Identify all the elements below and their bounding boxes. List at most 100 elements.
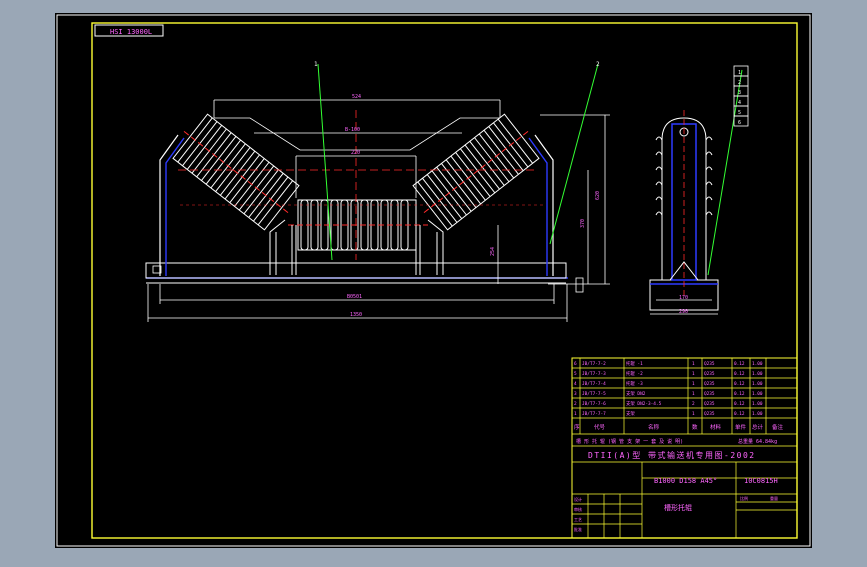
balloon-3: 3 [738, 90, 741, 96]
svg-text:1: 1 [692, 371, 695, 377]
base-bolt-left [152, 265, 162, 274]
balloon-2: 2 [738, 80, 741, 86]
code-tag-text: HSI 13000L [110, 28, 152, 36]
svg-text:0.12: 0.12 [734, 401, 745, 407]
balloon-6: 6 [738, 120, 741, 126]
right-wing-roller [412, 113, 540, 231]
svg-text:Q235: Q235 [704, 361, 715, 367]
side-view: 170 290 1 2 3 4 5 6 [649, 65, 749, 315]
svg-text:JB/T7-7-7: JB/T7-7-7 [582, 411, 606, 417]
svg-text:比例: 比例 [740, 495, 748, 501]
left-bracket [159, 134, 179, 276]
svg-text:数: 数 [692, 423, 698, 431]
svg-text:重量: 重量 [770, 495, 778, 501]
svg-text:JB/T7-7-2: JB/T7-7-2 [582, 361, 606, 367]
svg-text:Q235: Q235 [704, 391, 715, 397]
leader-line-2 [549, 63, 599, 245]
svg-text:代号: 代号 [594, 423, 606, 431]
dim-center-label: 220 [351, 150, 360, 156]
parts-table: 6 JB/T7-7-2 托辊 -1 1 Q235 0.12 1.00 5 JB/… [574, 360, 784, 431]
parts-row: 4 JB/T7-7-4 托辊 -3 1 Q235 0.12 1.00 [574, 380, 763, 387]
center-supports [269, 219, 444, 275]
svg-text:Q235: Q235 [704, 381, 715, 387]
svg-text:0.12: 0.12 [734, 361, 745, 367]
left-wing-roller [172, 113, 300, 231]
drawing-number: 10C0815H [744, 477, 778, 485]
dim-base-overall-label: 1350 [350, 312, 362, 318]
svg-text:支架 DN2-3-4.5: 支架 DN2-3-4.5 [626, 400, 662, 407]
model-code: B1000 D158 A45° [654, 477, 717, 485]
right-bracket [534, 134, 554, 276]
svg-text:工艺: 工艺 [574, 517, 582, 522]
left-roller-axis [183, 130, 289, 214]
svg-text:1: 1 [692, 381, 695, 387]
svg-text:单件: 单件 [735, 423, 747, 431]
svg-text:0.12: 0.12 [734, 391, 745, 397]
svg-text:2: 2 [692, 401, 695, 407]
belt-profile [214, 117, 500, 151]
left-roller-outline [172, 113, 300, 231]
svg-text:JB/T7-7-3: JB/T7-7-3 [582, 371, 606, 377]
dim-labels: 524 B-100 220 620 370 254 B0501 1350 [345, 94, 601, 318]
balloon-5: 5 [738, 110, 741, 116]
svg-text:1.00: 1.00 [752, 361, 763, 367]
svg-text:6: 6 [574, 361, 577, 367]
svg-text:1.00: 1.00 [752, 391, 763, 397]
svg-text:托辊 -2: 托辊 -2 [626, 370, 643, 377]
svg-text:4: 4 [574, 381, 577, 387]
svg-text:托辊 -1: 托辊 -1 [626, 360, 643, 367]
parts-row: 6 JB/T7-7-2 托辊 -1 1 Q235 0.12 1.00 [574, 360, 763, 367]
code-tag-box [94, 24, 164, 37]
svg-text:1.00: 1.00 [752, 381, 763, 387]
dim-top-label: 524 [352, 94, 361, 100]
parts-row: 5 JB/T7-7-3 托辊 -2 1 Q235 0.12 1.00 [574, 370, 763, 377]
leader-line-1 [317, 63, 333, 261]
svg-text:1: 1 [574, 411, 577, 417]
dim-lines [147, 99, 610, 322]
side-leader-line [707, 69, 743, 276]
part-name: 槽形托辊 [664, 503, 692, 512]
svg-text:1: 1 [692, 411, 695, 417]
total-weight: 总重量 64.84kg [738, 438, 777, 445]
parts-row: 3 JB/T7-7-5 支架 DN2 1 Q235 0.12 1.00 [574, 390, 763, 397]
parts-row: 2 JB/T7-7-6 支架 DN2-3-4.5 2 Q235 0.12 1.0… [574, 400, 763, 407]
svg-text:支架: 支架 [626, 410, 635, 417]
svg-text:0.12: 0.12 [734, 381, 745, 387]
svg-text:1.00: 1.00 [752, 401, 763, 407]
parts-row: 1 JB/T7-7-7 支架 1 Q235 0.12 1.00 [574, 410, 763, 417]
side-roller-outline [661, 117, 707, 280]
leader-1-label: 1 [314, 61, 318, 68]
drawing-frame [91, 22, 798, 539]
base-bolt-right [575, 277, 584, 293]
svg-text:材料: 材料 [710, 423, 722, 431]
svg-text:Q235: Q235 [704, 371, 715, 377]
svg-text:批准: 批准 [574, 526, 582, 532]
svg-text:设计: 设计 [574, 496, 582, 502]
side-dim-lower-label: 170 [679, 295, 688, 301]
balloon-4: 4 [738, 100, 741, 106]
side-balloons: 1 2 3 4 5 6 [733, 65, 749, 127]
svg-text:Q235: Q235 [704, 401, 715, 407]
svg-text:1: 1 [692, 391, 695, 397]
svg-text:审核: 审核 [574, 506, 582, 512]
svg-text:JB/T7-7-5: JB/T7-7-5 [582, 391, 606, 397]
svg-text:Q235: Q235 [704, 411, 715, 417]
paper-border-outer [56, 14, 811, 547]
svg-text:1.00: 1.00 [752, 371, 763, 377]
svg-text:JB/T7-7-4: JB/T7-7-4 [582, 381, 606, 387]
product-title: DTII(A)型 带式输送机专用图-2002 [588, 450, 756, 460]
svg-text:2: 2 [574, 401, 577, 407]
assembly-note: 槽 形 托 辊 (钢 管 支 架 一 套 及 说 明) [576, 438, 683, 445]
svg-text:备注: 备注 [772, 423, 784, 431]
right-roller-axis [423, 130, 529, 214]
svg-text:3: 3 [574, 391, 577, 397]
parts-header-row: 序 代号 名称 数 材料 单件 总计 备注 [574, 423, 784, 431]
dim-inner-height2-label: 254 [490, 247, 496, 256]
svg-text:0.12: 0.12 [734, 411, 745, 417]
svg-text:序: 序 [574, 423, 580, 431]
svg-text:1: 1 [692, 361, 695, 367]
leader-2-label: 2 [596, 61, 600, 68]
title-block-frame [571, 357, 798, 539]
base-frame [145, 262, 567, 279]
